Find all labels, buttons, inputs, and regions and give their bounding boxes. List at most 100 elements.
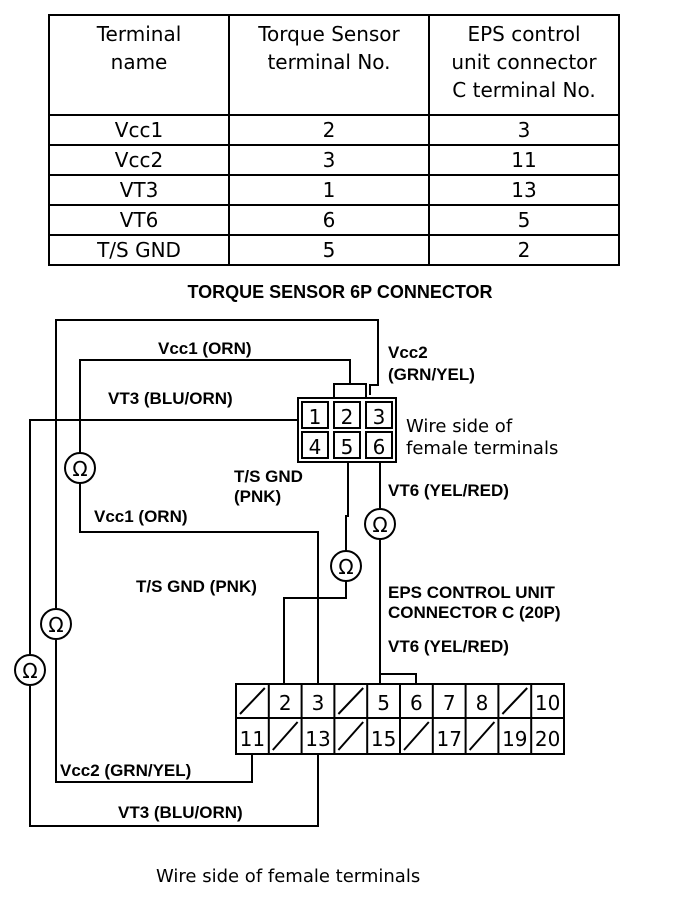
table-cell: VT6 xyxy=(48,204,230,236)
table-cell: Vcc1 xyxy=(48,114,230,146)
table-cell: 5 xyxy=(428,204,620,236)
eps-empty-slot xyxy=(337,687,364,715)
eps-pin-label: 20 xyxy=(535,727,560,751)
ohmmeter-icon: Ω xyxy=(64,452,96,484)
label-vt6-mid: VT6 (YEL/RED) xyxy=(388,637,509,656)
eps-empty-slot xyxy=(239,687,266,715)
eps-pin-label: 19 xyxy=(502,727,527,751)
wire-tsgnd-eps xyxy=(283,581,347,684)
table-row: VT6 6 5 xyxy=(48,204,620,236)
table-row: T/S GND 5 2 xyxy=(48,234,620,266)
header-line: C terminal No. xyxy=(452,78,596,102)
table-row: VT3 1 13 xyxy=(48,174,620,206)
eps-pin-label: 3 xyxy=(312,691,325,715)
eps-pin-label: 6 xyxy=(410,691,423,715)
label-vcc2-top-1: Vcc2 xyxy=(388,343,428,362)
eps-pin-label: 8 xyxy=(476,691,489,715)
header-line: name xyxy=(110,50,168,74)
wire-vcc2-sensor xyxy=(55,319,379,608)
torque-sensor-connector: 1 2 3 4 5 6 Wire side of female terminal… xyxy=(297,383,558,463)
wire-vcc2-eps xyxy=(55,640,253,783)
eps-empty-slot xyxy=(272,721,299,751)
eps-empty-slot xyxy=(468,721,496,751)
label-vcc2-bottom: Vcc2 (GRN/YEL) xyxy=(60,761,191,780)
header-line: Terminal xyxy=(96,22,182,46)
eps-empty-slot xyxy=(337,721,364,751)
sensor-pin-label: 4 xyxy=(309,435,322,459)
table-cell: Vcc2 xyxy=(48,144,230,176)
ohmmeter-icon: Ω xyxy=(14,654,46,686)
sensor-note-line2: female terminals xyxy=(406,438,558,459)
label-vt3-top: VT3 (BLU/ORN) xyxy=(108,389,233,408)
eps-pin-label: 15 xyxy=(371,727,396,751)
table-cell: 3 xyxy=(428,114,620,146)
table-header-row: Terminal name Torque Sensor terminal No.… xyxy=(48,14,620,116)
wire-vcc1-sensor xyxy=(79,359,351,454)
eps-pin-label: 7 xyxy=(443,691,456,715)
ohm-symbol: Ω xyxy=(72,457,87,481)
sensor-pin-label: 1 xyxy=(309,405,322,429)
label-tsgnd-top-2: (PNK) xyxy=(234,487,281,506)
ohm-symbol: Ω xyxy=(338,555,353,579)
label-vcc2-top-2: (GRN/YEL) xyxy=(388,365,475,384)
header-eps-terminal: EPS control unit connector C terminal No… xyxy=(428,14,620,116)
table-cell: 3 xyxy=(228,144,430,176)
ohm-symbol: Ω xyxy=(372,513,387,537)
ohmmeter-icon: Ω xyxy=(330,550,362,582)
table-cell: 13 xyxy=(428,174,620,206)
header-terminal-name: Terminal name xyxy=(48,14,230,116)
eps-pin-label: 2 xyxy=(279,691,292,715)
label-vt6-top: VT6 (YEL/RED) xyxy=(388,481,509,500)
diagram-title: TORQUE SENSOR 6P CONNECTOR xyxy=(187,282,492,302)
eps-empty-slot xyxy=(501,687,528,715)
label-vcc1-mid: Vcc1 (ORN) xyxy=(94,507,188,526)
eps-empty-slot xyxy=(403,721,430,751)
table-cell: 5 xyxy=(228,234,430,266)
header-line: unit connector xyxy=(451,50,597,74)
header-line: EPS control xyxy=(467,22,581,46)
header-line: terminal No. xyxy=(267,50,391,74)
eps-pin-label: 5 xyxy=(377,691,390,715)
wire-vt3-eps xyxy=(29,686,319,827)
eps-pin-label: 10 xyxy=(535,691,560,715)
label-eps-title-1: EPS CONTROL UNIT xyxy=(388,583,555,602)
table-row: Vcc2 3 11 xyxy=(48,144,620,176)
label-eps-title-2: CONNECTOR C (20P) xyxy=(388,603,561,622)
sensor-pin-label: 2 xyxy=(341,405,354,429)
label-tsgnd-top-1: T/S GND xyxy=(234,467,303,486)
table-cell: 11 xyxy=(428,144,620,176)
table-cell: 2 xyxy=(428,234,620,266)
ohmmeters: Ω Ω Ω Ω Ω xyxy=(14,452,396,686)
table-row: Vcc1 2 3 xyxy=(48,114,620,146)
eps-pin-label: 17 xyxy=(436,727,461,751)
ohmmeter-icon: Ω xyxy=(364,508,396,540)
label-tsgnd-mid: T/S GND (PNK) xyxy=(136,577,257,596)
connector-latch xyxy=(333,383,367,399)
eps-pin-label: 11 xyxy=(240,727,265,751)
sensor-pin-label: 6 xyxy=(373,435,386,459)
sensor-pin-label: 3 xyxy=(373,405,386,429)
header-line: Torque Sensor xyxy=(258,22,400,46)
header-torque-sensor-terminal: Torque Sensor terminal No. xyxy=(228,14,430,116)
sensor-note-line1: Wire side of xyxy=(406,416,513,437)
wire-vcc1-eps xyxy=(79,482,319,684)
ohm-symbol: Ω xyxy=(22,659,37,683)
terminal-table-container: Terminal name Torque Sensor terminal No.… xyxy=(48,14,620,266)
eps-pin-label: 13 xyxy=(305,727,330,751)
ohmmeter-icon: Ω xyxy=(40,608,72,640)
label-vcc1-top: Vcc1 (ORN) xyxy=(158,339,252,358)
table-cell: T/S GND xyxy=(48,234,230,266)
wire-vt3-sensor xyxy=(29,400,299,654)
wire-tsgnd-sensor xyxy=(345,462,349,551)
label-vt3-bottom: VT3 (BLU/ORN) xyxy=(118,803,243,822)
terminal-table: Terminal name Torque Sensor terminal No.… xyxy=(48,14,620,266)
table-cell: VT3 xyxy=(48,174,230,206)
table-cell: 6 xyxy=(228,204,430,236)
wire-labels: Vcc1 (ORN) Vcc2 (GRN/YEL) VT3 (BLU/ORN) … xyxy=(60,339,561,822)
sensor-pin-label: 5 xyxy=(341,435,354,459)
table-cell: 1 xyxy=(228,174,430,206)
footer-note: Wire side of female terminals xyxy=(156,866,420,887)
ohm-symbol: Ω xyxy=(48,613,63,637)
